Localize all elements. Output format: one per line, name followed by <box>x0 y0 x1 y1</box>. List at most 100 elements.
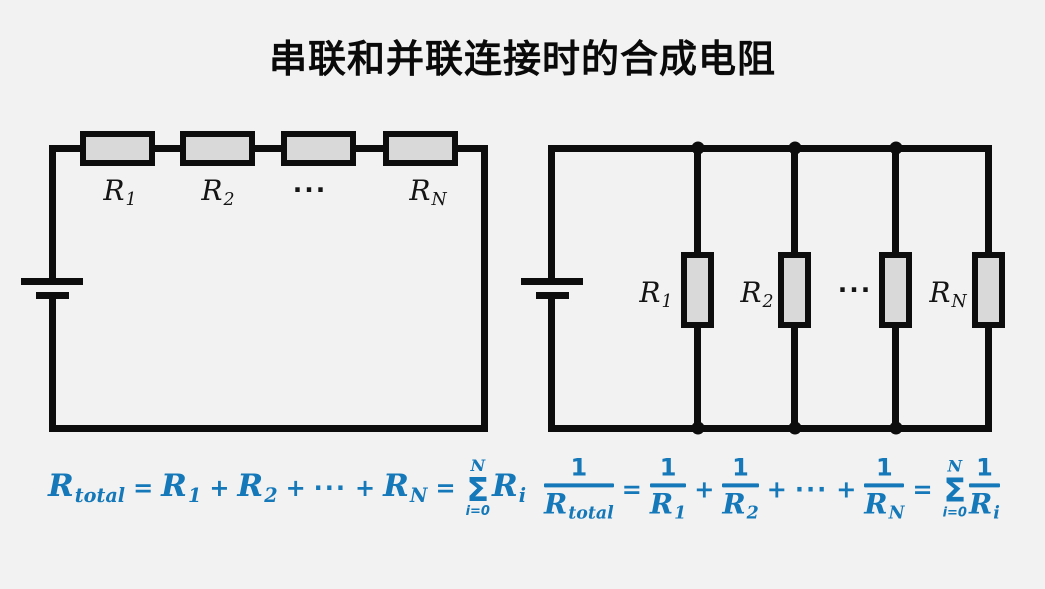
term-base: R <box>48 468 74 505</box>
denominator: R1 <box>650 490 686 522</box>
denominator: Rtotal <box>544 490 614 522</box>
label-base: R <box>740 275 762 309</box>
equals-sign: = <box>621 475 642 503</box>
numerator: 1 <box>976 453 993 482</box>
label-sub: N <box>951 291 967 312</box>
parallel-resistor-2-label: R2 <box>740 275 773 311</box>
term-base: R <box>491 468 518 505</box>
series-resistor-1 <box>80 131 155 166</box>
equals-sign: = <box>912 475 933 503</box>
junction-dot <box>788 141 802 155</box>
parallel-resistance-formula: 1 Rtotal = 1 R1 + 1 R2 + ··· + 1 RN = N … <box>544 455 1000 522</box>
numerator: 1 <box>732 453 749 482</box>
equals-sign: = <box>133 474 154 502</box>
term-base: R <box>544 487 568 521</box>
term-sub: 2 <box>264 483 278 507</box>
numerator: 1 <box>570 453 588 482</box>
series-resistor-1-label: R1 <box>103 173 136 209</box>
parallel-resistor-n-label: RN <box>929 275 967 312</box>
label-base: R <box>201 173 223 207</box>
sigma-icon: Σ <box>466 469 490 509</box>
term-sub: i <box>518 483 527 507</box>
formula-term-rn: RN <box>383 471 427 505</box>
term-sub: 1 <box>187 483 202 507</box>
formula-term-r-total: Rtotal <box>48 471 125 505</box>
fraction-1-over-r1: 1 R1 <box>649 453 687 522</box>
parallel-resistor-1-label: R1 <box>639 275 673 312</box>
plus-sign: + <box>694 475 715 503</box>
term-sub: total <box>74 483 126 507</box>
term-base: R <box>968 487 993 521</box>
sum-lower-limit: i=0 <box>465 504 490 520</box>
denominator: Ri <box>969 490 1000 522</box>
plus-sign: + <box>285 474 306 502</box>
equals-sign: = <box>435 474 456 502</box>
label-sub: N <box>431 189 447 210</box>
series-resistor-n <box>383 131 458 166</box>
term-sub: 2 <box>746 503 759 524</box>
formula-term-ri: Ri <box>492 471 526 505</box>
fraction-bar <box>722 483 759 488</box>
sum-lower-limit: i=0 <box>942 505 967 521</box>
series-resistor-2-label: R2 <box>201 173 235 210</box>
series-resistor-n-label: RN <box>409 173 447 210</box>
fraction-bar <box>649 483 687 488</box>
label-sub: 2 <box>223 189 235 210</box>
plus-sign: + <box>355 474 376 502</box>
series-ellipsis-label: ··· <box>292 175 328 205</box>
junction-dot <box>788 421 802 435</box>
parallel-resistor-1 <box>681 252 714 328</box>
term-sub: total <box>568 503 614 524</box>
label-base: R <box>103 173 125 207</box>
label-base: R <box>639 275 661 309</box>
summation-symbol: N Σ i=0 <box>465 455 490 520</box>
sum-upper-limit: N <box>947 456 963 476</box>
term-base: R <box>383 468 409 505</box>
fraction-1-over-r2: 1 R2 <box>722 453 759 522</box>
label-sub: 1 <box>661 291 673 312</box>
page-title: 串联和并联连接时的合成电阻 <box>268 39 776 81</box>
parallel-resistor-n <box>972 252 1005 328</box>
fraction-bar <box>544 483 614 488</box>
label-base: R <box>409 173 431 207</box>
fraction-bar <box>968 483 1000 488</box>
battery-wire-gap <box>547 285 557 293</box>
term-base: R <box>161 468 187 505</box>
battery-short-plate <box>36 292 69 299</box>
junction-dot <box>889 421 903 435</box>
term-sub: 1 <box>674 503 687 524</box>
series-resistance-formula: Rtotal = R1 + R2 + ··· + RN = N Σ i=0 Ri <box>48 455 526 520</box>
term-sub: i <box>993 503 1000 524</box>
formula-term-r1: R1 <box>161 471 201 505</box>
parallel-ellipsis-label: ··· <box>837 275 873 305</box>
ellipsis: ··· <box>313 474 348 502</box>
battery-short-plate <box>536 292 569 299</box>
formula-term-r2: R2 <box>237 471 277 505</box>
parallel-resistor-ellipsis <box>879 252 912 328</box>
series-resistor-ellipsis <box>281 131 356 166</box>
term-base: R <box>237 468 264 505</box>
numerator: 1 <box>876 453 893 482</box>
junction-dot <box>691 141 705 155</box>
term-base: R <box>649 487 674 521</box>
plus-sign: + <box>836 475 857 503</box>
term-sub: N <box>409 483 428 507</box>
junction-dot <box>889 141 903 155</box>
plus-sign: + <box>209 474 230 502</box>
denominator: RN <box>864 490 904 522</box>
series-resistor-2 <box>180 131 255 166</box>
battery-wire-gap <box>47 285 57 293</box>
denominator: R2 <box>722 490 758 522</box>
sum-upper-limit: N <box>470 455 486 475</box>
sigma-icon: Σ <box>943 470 967 510</box>
junction-dot <box>691 421 705 435</box>
term-base: R <box>722 487 746 521</box>
label-base: R <box>929 275 951 309</box>
numerator: 1 <box>659 453 677 482</box>
fraction-bar <box>864 483 905 488</box>
term-base: R <box>864 487 888 521</box>
summation-symbol: N Σ i=0 <box>942 456 967 521</box>
battery-long-plate <box>21 278 83 285</box>
battery-long-plate <box>521 278 583 285</box>
fraction-1-over-r-total: 1 Rtotal <box>544 455 614 522</box>
